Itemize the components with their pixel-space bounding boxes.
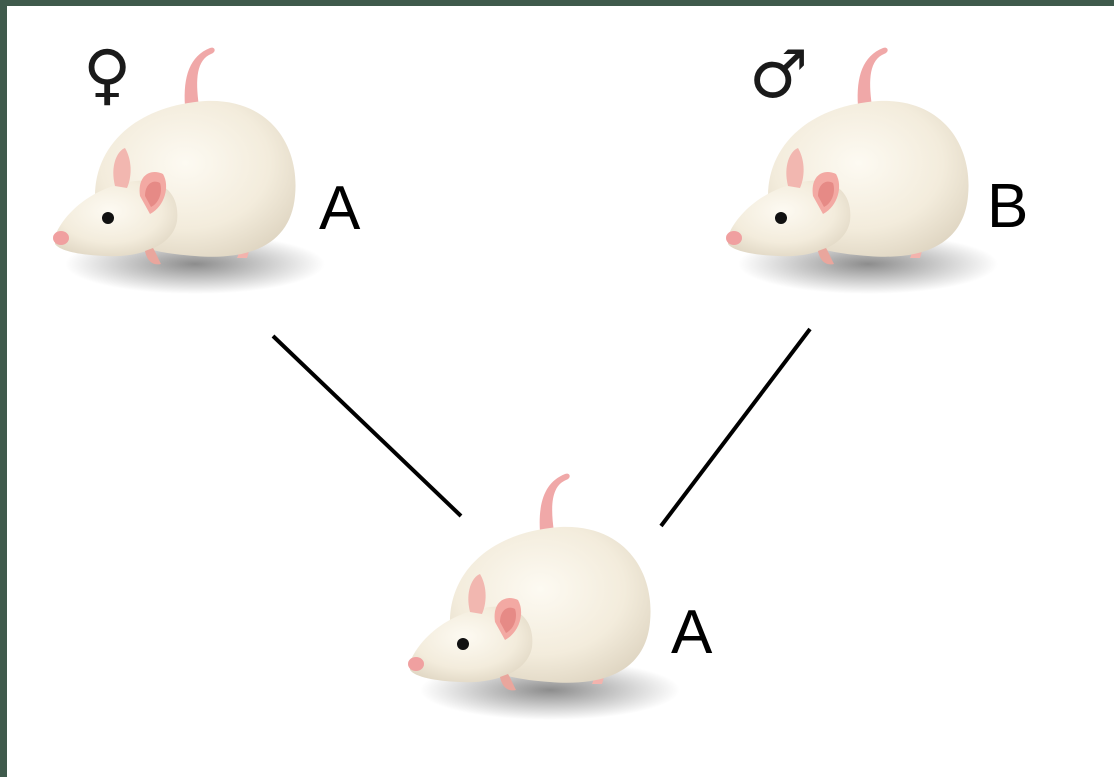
lineage-line-left bbox=[271, 334, 463, 518]
offspring-mouse bbox=[408, 473, 680, 720]
offspring-strain-label: A bbox=[671, 598, 713, 667]
male-symbol-icon: ♂ bbox=[749, 36, 809, 113]
lineage-line-right bbox=[659, 327, 812, 528]
female-symbol-icon: ♀ bbox=[83, 36, 132, 113]
pedigree-diagram bbox=[53, 47, 998, 720]
diagram-canvas: ♀ ♂ A B A bbox=[7, 6, 1114, 777]
female-parent-strain-label: A bbox=[319, 174, 361, 243]
male-parent-strain-label: B bbox=[987, 172, 1029, 241]
